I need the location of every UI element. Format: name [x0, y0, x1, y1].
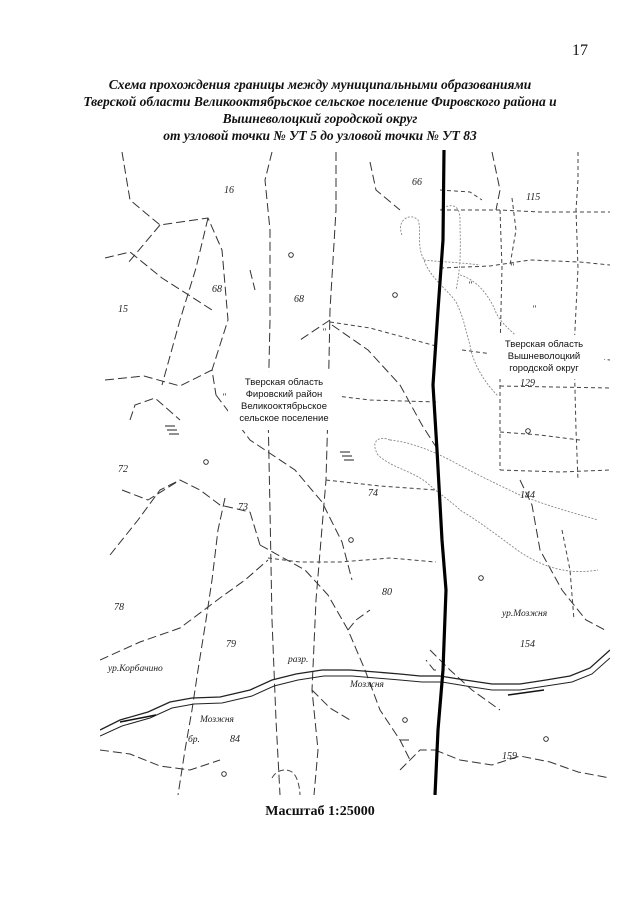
place-label: ур.Мозжня — [501, 609, 547, 619]
map-symbol: " — [468, 281, 473, 291]
parcel-label: 84 — [230, 734, 240, 745]
region-line: городской округ — [509, 363, 579, 374]
parcel-boundaries-long — [100, 151, 610, 795]
parcel-label: 16 — [224, 185, 234, 196]
hatch-marks — [165, 425, 354, 461]
stream-outline — [374, 205, 599, 573]
parcel-label: 159 — [502, 751, 517, 762]
parcel-label: 79 — [226, 639, 236, 650]
bottom-road — [271, 769, 301, 795]
title-line-2: Тверской области Великооктябрьское сельс… — [83, 94, 557, 109]
place-label: ур.Корбачино — [107, 663, 163, 674]
parcel-label: 73 — [238, 502, 248, 513]
parcel-markers — [203, 252, 549, 777]
region-label-firovsky: Тверская область Фировский район Великоо… — [228, 372, 340, 430]
parcel-label: 154 — [520, 639, 535, 650]
map-symbol: " — [222, 393, 227, 403]
place-label: бр. — [188, 734, 200, 745]
parcel-label: 15 — [118, 304, 128, 315]
parcel-label: 129 — [520, 378, 535, 389]
title-line-3: Вышневолоцкий городской округ — [222, 111, 418, 126]
parcel-label: 68 — [212, 284, 222, 295]
parcel-label: 68 — [294, 294, 304, 305]
map-symbol: " — [532, 305, 537, 315]
map-canvas: 16 66 115 68 68 15 129 72 73 74 144 80 7… — [100, 150, 610, 795]
map-scale: Масштаб 1:25000 — [265, 804, 375, 819]
parcel-label: 72 — [118, 464, 128, 475]
parcel-label: 66 — [412, 177, 422, 188]
region-line: Фировский район — [246, 389, 323, 400]
map-symbol: " — [322, 328, 327, 338]
parcel-label: 80 — [382, 587, 392, 598]
region-line: Тверская область — [505, 339, 583, 350]
parcel-label: 78 — [114, 602, 124, 613]
region-label-vyshnevolotsky: Тверская область Вышневолоцкий городской… — [488, 335, 604, 379]
page-number: 17 — [572, 42, 588, 59]
region-line: сельское поселение — [239, 413, 328, 424]
map-title: Схема прохождения границы между муниципа… — [40, 76, 600, 144]
parcel-label: 74 — [368, 488, 378, 499]
title-line-4: от узловой точки № УТ 5 до узловой точки… — [163, 128, 477, 143]
place-label: Мозжня — [199, 715, 234, 725]
place-label: Мозжня — [349, 680, 384, 690]
river-mozzhnya — [100, 649, 610, 737]
title-line-1: Схема прохождения границы между муниципа… — [108, 77, 532, 92]
place-label: разр. — [287, 655, 308, 665]
region-line: Великооктябрьское — [241, 401, 327, 412]
region-line: Тверская область — [245, 377, 323, 388]
region-line: Вышневолоцкий — [508, 351, 580, 362]
parcel-label: 144 — [520, 490, 535, 501]
map-symbol: " — [510, 263, 515, 273]
municipal-boundary-line — [431, 150, 448, 795]
flow-arrows — [119, 689, 545, 723]
parcel-label: 115 — [526, 192, 540, 203]
boundary-map: 16 66 115 68 68 15 129 72 73 74 144 80 7… — [100, 150, 610, 795]
